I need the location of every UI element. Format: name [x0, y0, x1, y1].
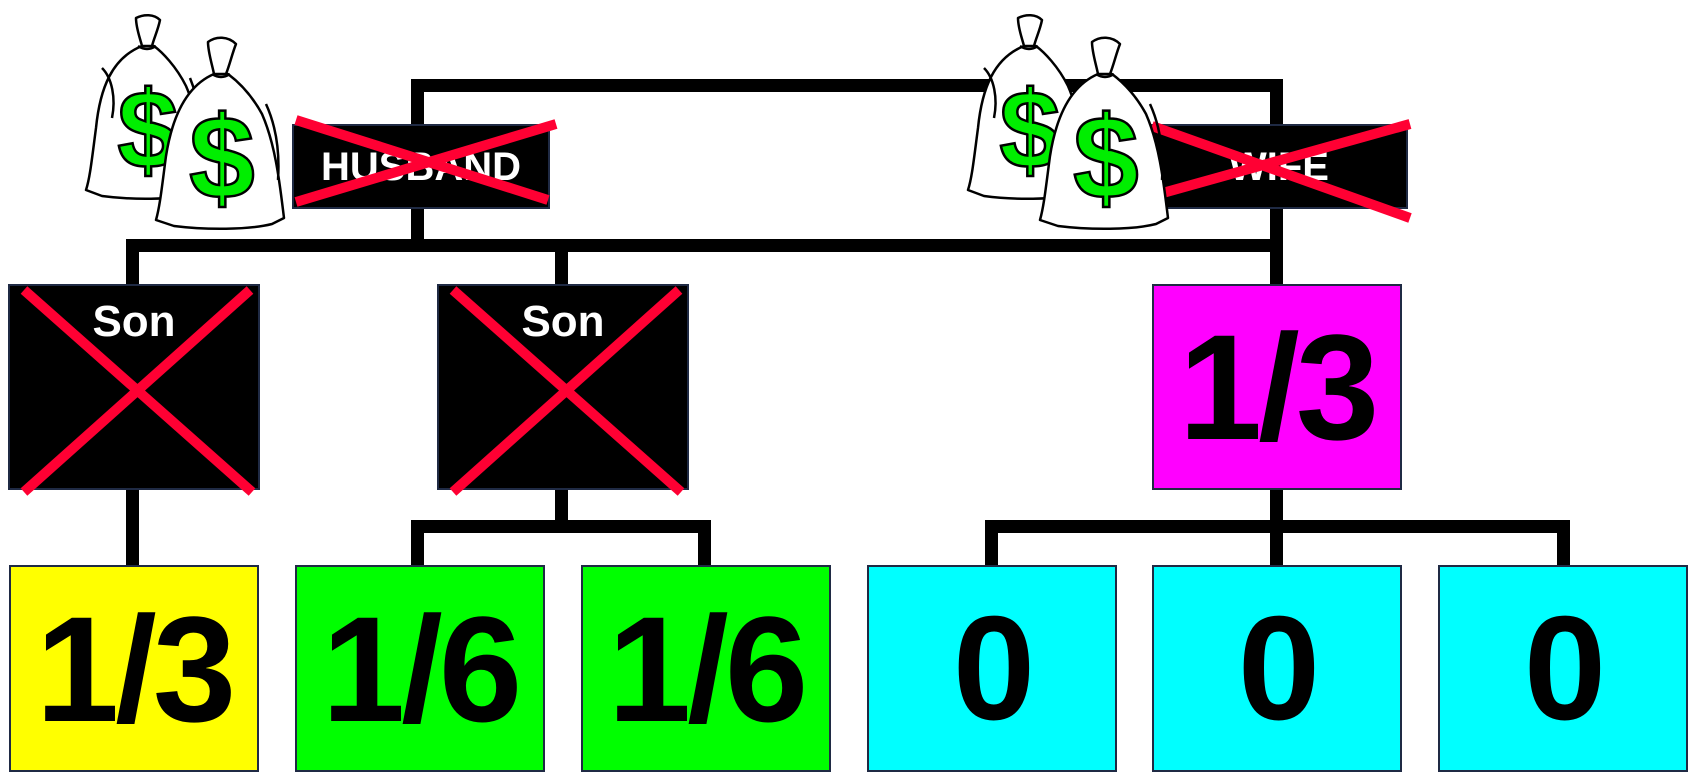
son-box-2: Son: [437, 284, 689, 490]
connector-husband-up: [411, 79, 424, 124]
son-label-2: Son: [521, 300, 604, 344]
husband-label: HUSBAND: [321, 147, 521, 187]
connector-son2-up: [555, 239, 568, 284]
daughter-share-box: 1/3: [1152, 284, 1402, 490]
grandchild-value-3: 1/6: [608, 594, 805, 744]
grandchild-value-2: 1/6: [322, 594, 519, 744]
son-label-1: Son: [92, 300, 175, 344]
money-bag-icon: $: [1034, 30, 1174, 230]
connector-daughter-bar: [985, 520, 1570, 533]
daughter-share-value: 1/3: [1179, 312, 1376, 462]
connector-son1-up: [126, 239, 139, 284]
grandchild-value-6: 0: [1524, 595, 1602, 743]
grandchild-share-2: 1/6: [295, 565, 545, 772]
grandchild-share-3: 1/6: [581, 565, 831, 772]
wife-box: WIFE: [1150, 124, 1408, 209]
wife-label: WIFE: [1229, 147, 1329, 187]
svg-text:$: $: [189, 92, 255, 224]
grandchild-share-5: 0: [1152, 565, 1402, 772]
money-bag-icon: $: [150, 30, 290, 230]
husband-box: HUSBAND: [292, 124, 550, 209]
grandchild-value-1: 1/3: [36, 594, 233, 744]
connector-gc3-up: [698, 520, 711, 565]
connector-gc6-up: [1557, 520, 1570, 565]
grandchild-share-1: 1/3: [9, 565, 259, 772]
connector-wife-up: [1270, 79, 1283, 124]
grandchild-value-4: 0: [953, 595, 1031, 743]
grandchild-value-5: 0: [1238, 595, 1316, 743]
connector-son2-bar: [411, 520, 711, 533]
connector-son1-down: [126, 490, 139, 565]
connector-children-bar: [126, 239, 1283, 252]
son-box-1: Son: [8, 284, 260, 490]
connector-gc2-up: [411, 520, 424, 565]
grandchild-share-6: 0: [1438, 565, 1688, 772]
grandchild-share-4: 0: [867, 565, 1117, 772]
svg-text:$: $: [1073, 92, 1139, 224]
connector-gc4-up: [985, 520, 998, 565]
